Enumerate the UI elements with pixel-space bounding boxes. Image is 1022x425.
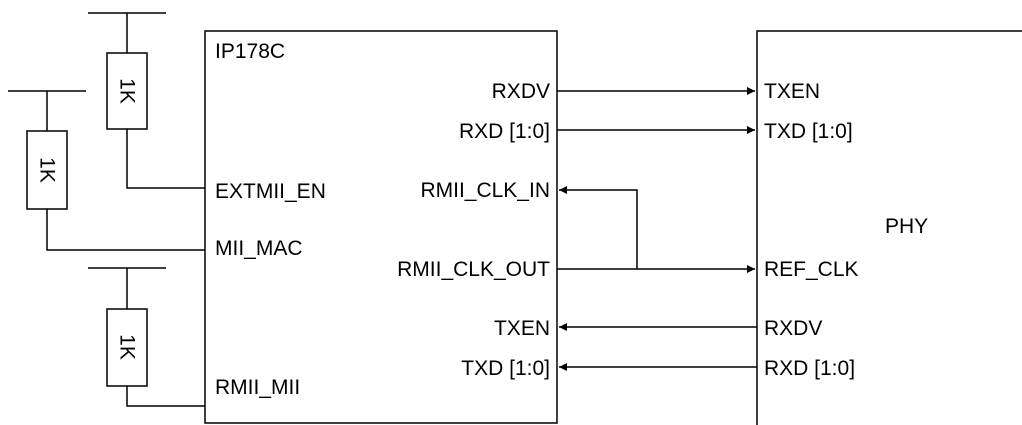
chip-pin-rxd: RXD [1:0] xyxy=(459,120,550,143)
chip-pin-rmii-mii: RMII_MII xyxy=(215,376,300,399)
phy-pin-ref-clk: REF_CLK xyxy=(764,258,859,281)
chip-pin-extmii-en: EXTMII_EN xyxy=(215,180,326,203)
resistor-3-body xyxy=(106,308,148,387)
phy-box xyxy=(756,30,1022,425)
resistor-3-lead-bottom xyxy=(126,386,205,407)
resistor-1-lead-bottom xyxy=(126,129,205,189)
phy-pin-txen: TXEN xyxy=(764,80,820,103)
wire-clk-loopback xyxy=(559,186,638,269)
chip-pin-txd: TXD [1:0] xyxy=(461,357,550,380)
chip-pin-rmii-clk-in: RMII_CLK_IN xyxy=(420,179,550,202)
phy-pin-rxdv: RXDV xyxy=(764,317,822,340)
phy-name: PHY xyxy=(885,215,928,238)
resistor-1-label: 1K xyxy=(116,78,139,104)
ip178c-chip-box xyxy=(204,30,558,424)
chip-pin-rmii-clk-out: RMII_CLK_OUT xyxy=(397,258,550,281)
chip-pin-rxdv: RXDV xyxy=(492,80,550,103)
chip-pin-txen: TXEN xyxy=(494,317,550,340)
resistor-2-label: 1K xyxy=(36,157,59,183)
resistor-3-label: 1K xyxy=(116,334,139,360)
chip-pin-mii-mac: MII_MAC xyxy=(215,237,303,260)
chip-name: IP178C xyxy=(215,40,285,63)
phy-pin-txd: TXD [1:0] xyxy=(764,120,853,143)
phy-pin-rxd: RXD [1:0] xyxy=(764,357,855,380)
resistor-2-lead-bottom xyxy=(46,209,205,251)
